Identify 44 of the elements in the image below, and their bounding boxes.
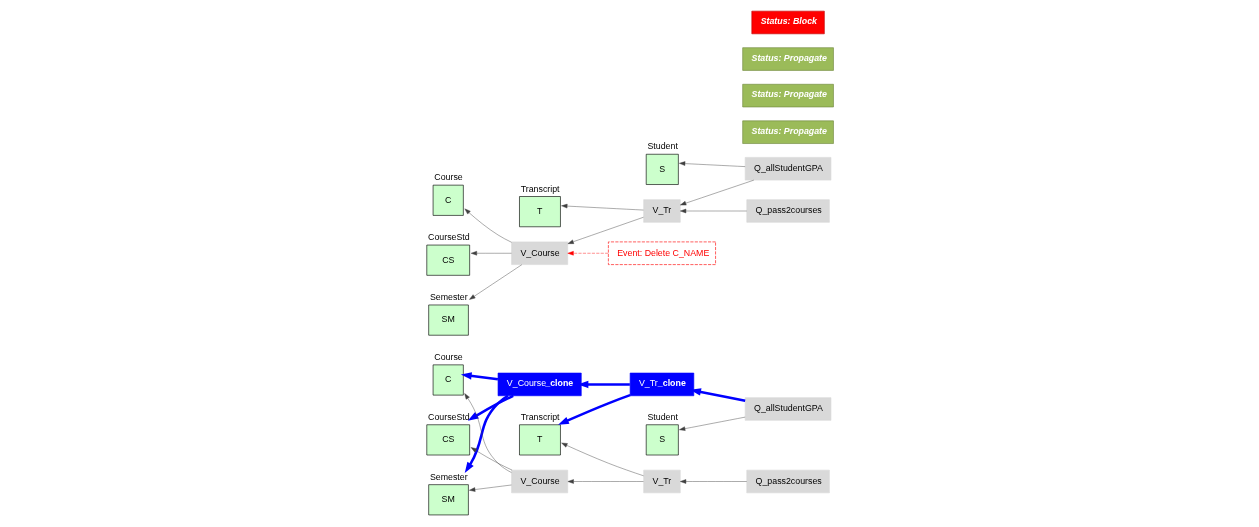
node-box: V_Tr <box>643 199 681 223</box>
node-box: Status: Propagate <box>742 120 834 144</box>
node-box: Status: Propagate <box>742 47 834 71</box>
node-label: Course <box>434 172 463 183</box>
node-box: Q_allStudentGPA <box>744 397 832 421</box>
node-box: Event: Delete C_NAME <box>608 241 716 265</box>
arrow <box>470 251 512 256</box>
arrow <box>561 442 644 476</box>
node-label: CourseStd <box>428 232 470 243</box>
node-box: Status: Propagate <box>742 83 834 108</box>
arrow <box>680 479 747 484</box>
node-box: V_Course <box>511 241 569 265</box>
node-label: Semester <box>429 292 468 303</box>
node-label: Semester <box>429 471 468 482</box>
node-label: Course <box>434 351 463 362</box>
node-box: V_Course_clone <box>497 372 582 397</box>
arrow <box>690 388 746 402</box>
arrow <box>567 217 644 244</box>
arrow <box>467 394 514 421</box>
arrow <box>469 264 523 300</box>
arrow <box>680 179 755 206</box>
arrow <box>680 208 747 214</box>
node-box: Status: Block <box>751 10 825 35</box>
arrow <box>567 479 644 484</box>
arrow <box>470 447 513 471</box>
arrow <box>679 161 746 167</box>
arrow <box>558 393 631 425</box>
arrow <box>460 372 499 381</box>
node-label: Transcript <box>520 411 560 422</box>
arrow <box>464 208 512 243</box>
node-box: V_Tr_clone <box>629 372 695 397</box>
node-label: Transcript <box>520 183 560 194</box>
arrow <box>561 203 644 211</box>
node-box: Q_pass2courses <box>746 199 830 223</box>
node-label: CourseStd <box>428 411 470 422</box>
arrow <box>679 416 746 431</box>
node-label: Student <box>647 411 678 422</box>
node-box: Q_pass2courses <box>746 469 830 494</box>
arrow <box>567 251 609 256</box>
node-box: Q_allStudentGPA <box>744 157 832 181</box>
node-box: V_Tr <box>643 469 681 494</box>
arrow <box>469 484 512 492</box>
node-box: V_Course <box>511 469 569 494</box>
node-label: Student <box>647 141 678 152</box>
